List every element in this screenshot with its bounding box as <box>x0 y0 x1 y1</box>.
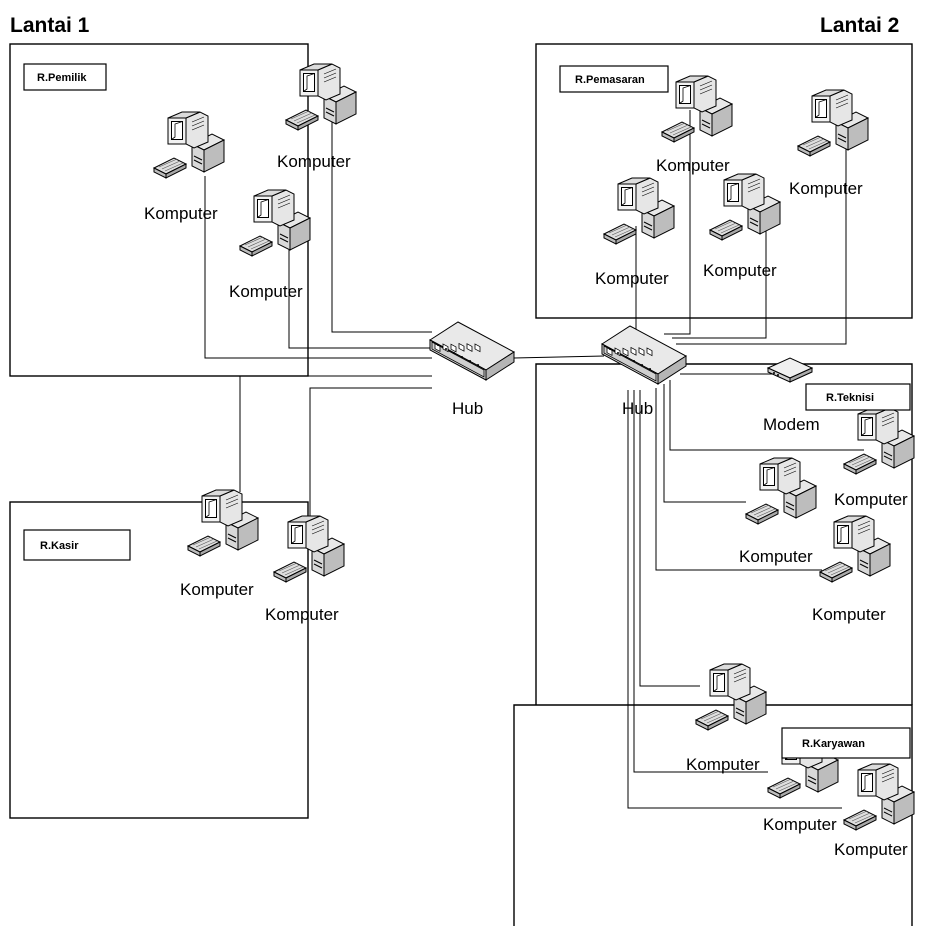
computer-label: Komputer <box>265 605 339 624</box>
network-hub-icon <box>429 321 515 381</box>
computer-karyawan-1: Komputer <box>686 663 767 774</box>
computer-pemasaran-3: Komputer <box>595 177 675 288</box>
modem-icon <box>767 357 813 383</box>
computer-label: Komputer <box>739 547 813 566</box>
computer-label: Komputer <box>656 156 730 175</box>
desktop-computer-icon <box>187 489 259 557</box>
hub-2: Hub <box>601 325 687 418</box>
computer-teknisi-2: Komputer <box>739 457 817 566</box>
computer-pemilik-1: Komputer <box>144 111 225 223</box>
modem: Modem <box>763 357 820 434</box>
hub-1: Hub <box>429 321 515 418</box>
network-cables <box>204 110 864 809</box>
computer-kasir-1: Komputer <box>180 489 259 599</box>
computer-label: Komputer <box>229 282 303 301</box>
computer-label: Komputer <box>686 755 760 774</box>
computer-label: Komputer <box>834 490 908 509</box>
room-name: R.Pemilik <box>37 72 87 84</box>
desktop-computer-icon <box>745 457 817 525</box>
hub-1-label: Hub <box>452 399 483 418</box>
desktop-computer-icon <box>843 763 915 831</box>
computer-label: Komputer <box>812 605 886 624</box>
floor-2-title: Lantai 2 <box>820 14 899 37</box>
desktop-computer-icon <box>695 663 767 731</box>
room-name: R.Pemasaran <box>575 74 645 86</box>
desktop-computer-icon <box>819 515 891 583</box>
desktop-computer-icon <box>273 515 345 583</box>
computer-label: Komputer <box>277 152 351 171</box>
computer-label: Komputer <box>595 269 669 288</box>
room-pemasaran-outline <box>535 43 913 319</box>
computer-karyawan-2: Komputer <box>763 731 839 834</box>
desktop-computer-icon <box>661 75 733 143</box>
floor-1-title: Lantai 1 <box>10 14 90 37</box>
modem-label: Modem <box>763 415 820 434</box>
room-pemilik-outline <box>9 43 309 377</box>
network-hub-icon <box>601 325 687 385</box>
room-label-kasir: R.Kasir <box>23 529 131 561</box>
computer-label: Komputer <box>180 580 254 599</box>
room-label-teknisi: R.Teknisi <box>805 383 911 411</box>
computer-label: Komputer <box>144 204 218 223</box>
desktop-computer-icon <box>709 173 781 241</box>
room-label-pemilik: R.Pemilik <box>23 63 107 91</box>
room-label-pemasaran: R.Pemasaran <box>559 65 669 93</box>
computer-pemilik-3: Komputer <box>229 189 311 301</box>
room-kasir-outline <box>9 501 309 819</box>
room-name: R.Teknisi <box>826 392 874 404</box>
computer-pemasaran-2: Komputer <box>789 89 869 198</box>
desktop-computer-icon <box>797 89 869 157</box>
computer-label: Komputer <box>703 261 777 280</box>
computer-karyawan-3: Komputer <box>834 763 915 859</box>
desktop-computer-icon <box>603 177 675 245</box>
desktop-computer-icon <box>153 111 225 179</box>
hub-2-label: Hub <box>622 399 653 418</box>
room-outlines <box>9 43 913 926</box>
computer-pemasaran-1: Komputer <box>656 75 733 175</box>
room-name: R.Karyawan <box>802 738 865 750</box>
computer-teknisi-3: Komputer <box>812 515 891 624</box>
desktop-computer-icon <box>239 189 311 257</box>
computer-label: Komputer <box>834 840 908 859</box>
room-label-karyawan: R.Karyawan <box>781 727 911 759</box>
room-name: R.Kasir <box>40 540 79 552</box>
computer-label: Komputer <box>789 179 863 198</box>
room-teknisi-outline <box>535 363 913 705</box>
computer-pemasaran-4: Komputer <box>703 173 781 280</box>
computer-teknisi-1: Komputer <box>834 407 915 509</box>
computer-pemilik-2: Komputer <box>277 63 357 171</box>
computer-kasir-2: Komputer <box>265 515 345 624</box>
desktop-computer-icon <box>843 407 915 475</box>
desktop-computer-icon <box>285 63 357 131</box>
computer-label: Komputer <box>763 815 837 834</box>
